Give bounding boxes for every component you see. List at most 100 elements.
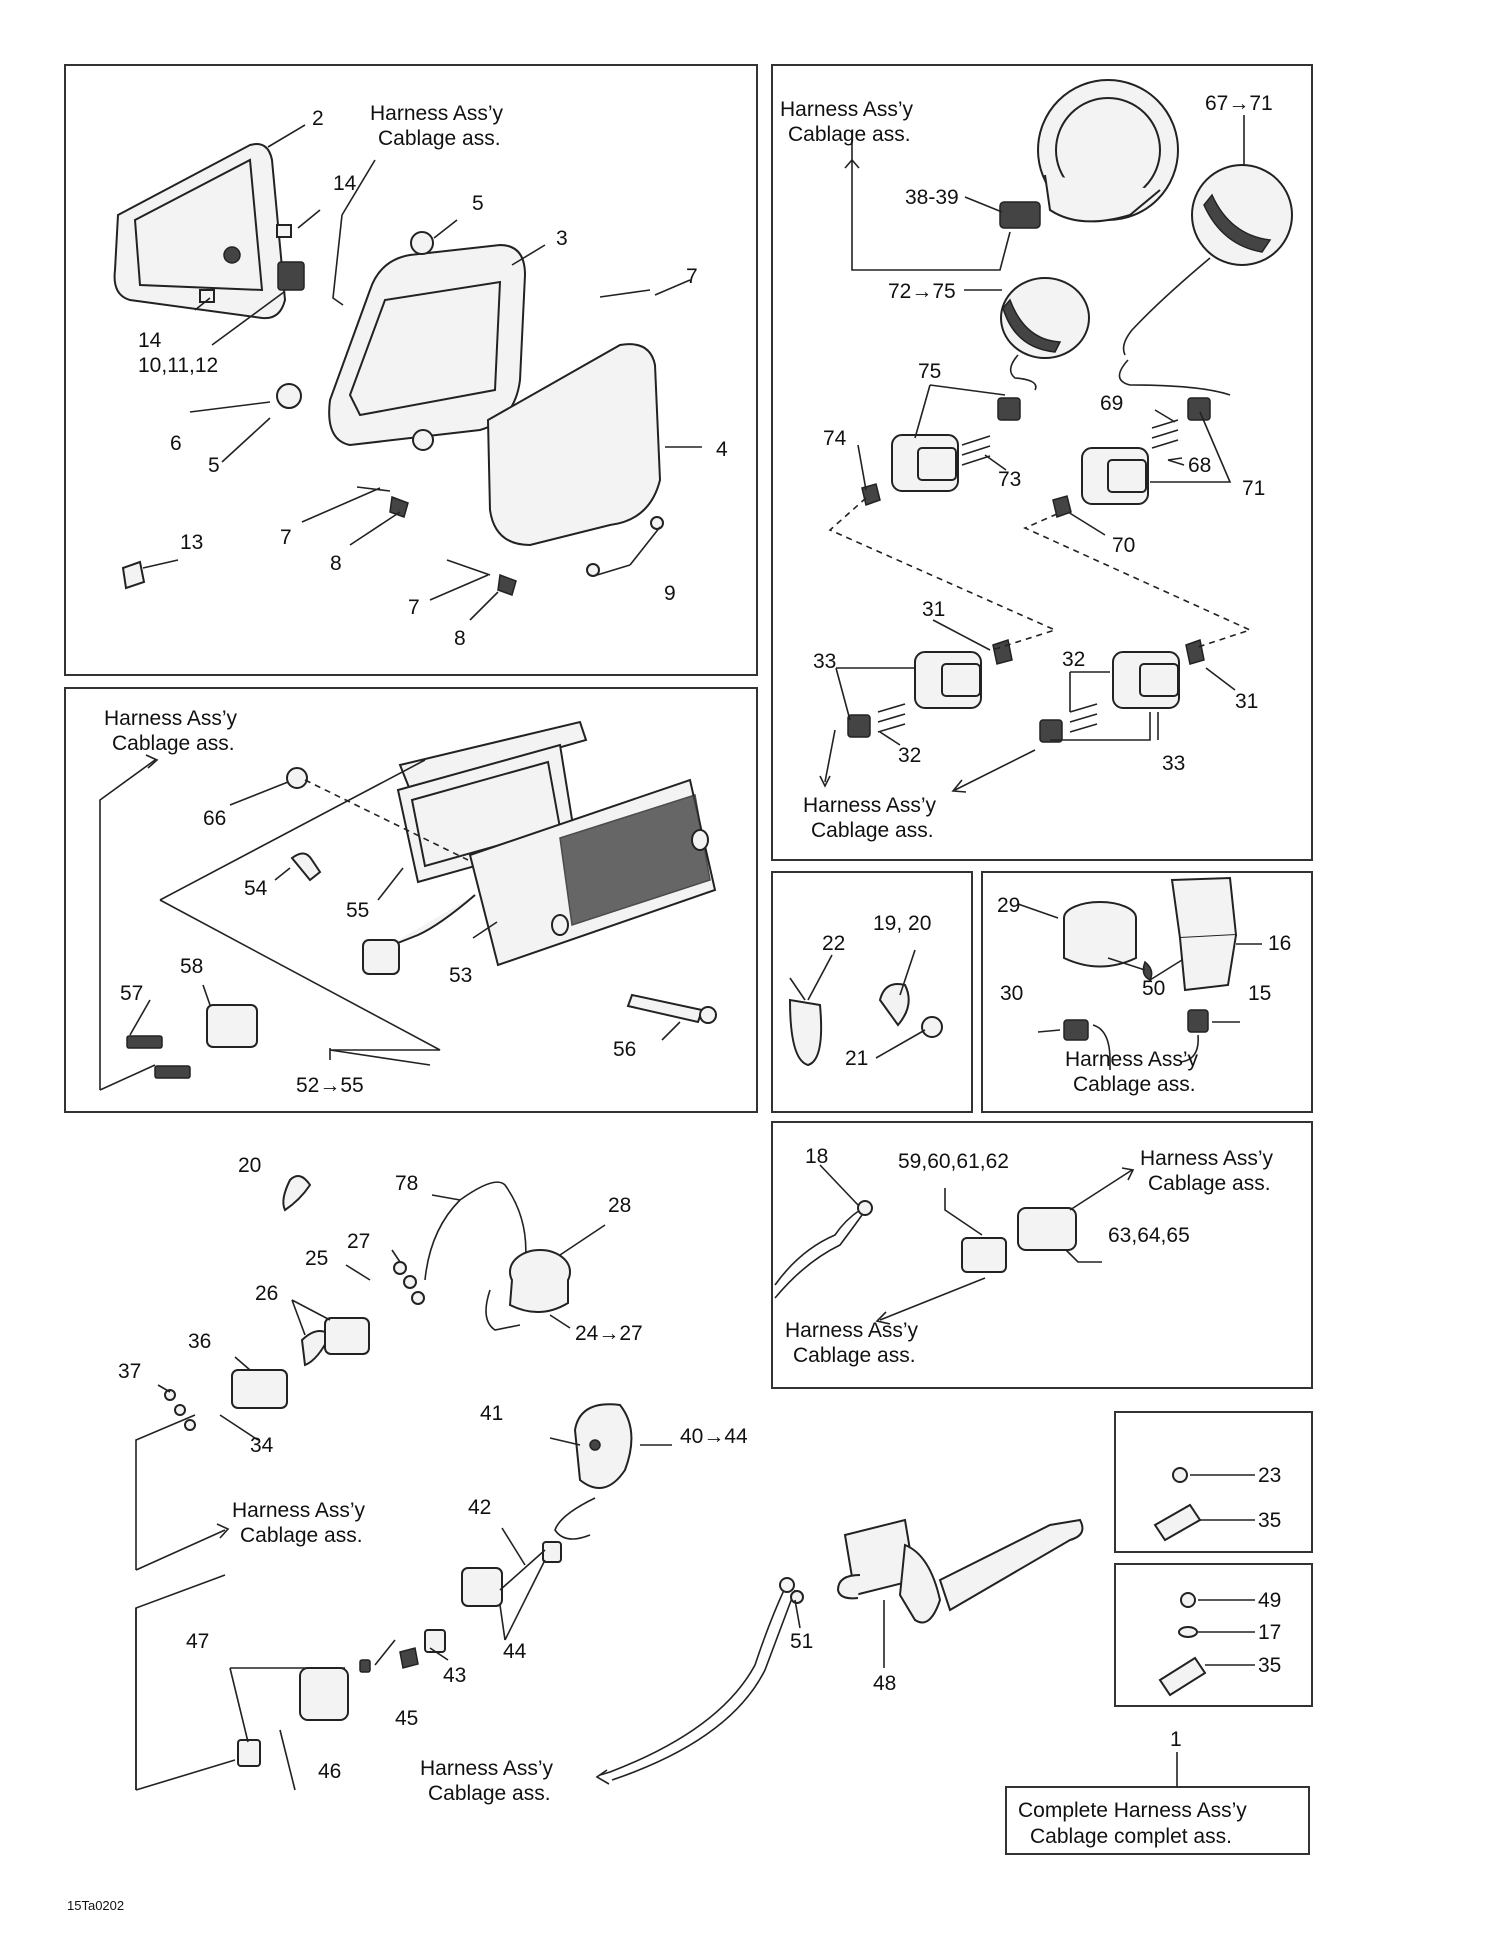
- connector-31-33-right: [1039, 639, 1205, 743]
- callout-8-mid: 8: [330, 552, 342, 575]
- callout-48: 48: [873, 1672, 896, 1695]
- callout-13: 13: [180, 531, 203, 554]
- callout-56: 56: [613, 1038, 636, 1061]
- callout-63-65: 63,64,65: [1108, 1224, 1190, 1247]
- headlight-cover: [486, 343, 662, 547]
- harness-note-en-8: Harness Ass’y: [232, 1499, 366, 1522]
- callout-2: 2: [312, 107, 324, 130]
- callout-1: 1: [1170, 1728, 1182, 1751]
- callout-22: 22: [822, 932, 845, 955]
- headlight-small-parts: [121, 224, 664, 596]
- callout-37: 37: [118, 1360, 141, 1383]
- callout-17: 17: [1258, 1621, 1281, 1644]
- headlight-reflector: [113, 143, 287, 320]
- callout-49: 49: [1258, 1589, 1281, 1612]
- brake-switch-parts: [229, 1403, 672, 1791]
- harness-note-en-3: Harness Ass’y: [104, 707, 238, 730]
- callout-47: 47: [186, 1630, 209, 1653]
- harness-note-fr-7: Cablage ass.: [793, 1344, 916, 1367]
- connector-73-75: [861, 397, 1021, 506]
- connector-31-33-left: [847, 639, 1013, 738]
- sensor-connector-parts: [774, 1164, 1135, 1325]
- harness-note-en-9: Harness Ass’y: [420, 1757, 554, 1780]
- panel-gauge-connectors: [771, 64, 1313, 861]
- callout-25: 25: [305, 1247, 328, 1270]
- callout-30: 30: [1000, 982, 1023, 1005]
- gauge-boot-67-71: [1118, 164, 1293, 396]
- callout-58: 58: [180, 955, 203, 978]
- cable-ties: [788, 949, 943, 1067]
- callout-66: 66: [203, 807, 226, 830]
- callout-40-44: 40→44: [680, 1425, 748, 1448]
- callout-34: 34: [250, 1434, 274, 1457]
- complete-harness-box: [1005, 1786, 1310, 1855]
- callout-14-left: 14: [138, 329, 162, 352]
- callout-8-bottom: 8: [454, 627, 466, 650]
- headlight-housing: [328, 243, 527, 447]
- panel-taillight: [64, 687, 758, 1113]
- callout-5-top: 5: [472, 192, 484, 215]
- callout-15: 15: [1248, 982, 1271, 1005]
- complete-harness-en: Complete Harness Ass’y: [1018, 1799, 1247, 1822]
- callout-28: 28: [608, 1194, 631, 1217]
- callout-38-39: 38-39: [905, 186, 959, 209]
- harness-note-en-4: Harness Ass’y: [803, 794, 937, 817]
- callout-7-bottom: 7: [408, 596, 420, 619]
- callout-26: 26: [255, 1282, 278, 1305]
- callout-44: 44: [503, 1640, 527, 1663]
- callout-7-mid: 7: [280, 526, 292, 549]
- callout-14-top: 14: [333, 172, 357, 195]
- callout-35-top: 35: [1258, 1509, 1281, 1532]
- callout-3: 3: [556, 227, 568, 250]
- harness-note-fr-4: Cablage ass.: [811, 819, 934, 842]
- callout-18: 18: [805, 1145, 828, 1168]
- connector-68-71: [1052, 397, 1211, 518]
- callout-9: 9: [664, 582, 676, 605]
- callout-71: 71: [1242, 477, 1265, 500]
- panel-clip-49: [1114, 1563, 1313, 1707]
- callout-52-55: 52→55: [296, 1074, 364, 1097]
- clip-parts: [1153, 1467, 1255, 1787]
- callout-10-12: 10,11,12: [138, 354, 218, 377]
- taillight-leader-lines: [99, 754, 681, 1091]
- headlight-leader-lines: [142, 124, 702, 621]
- harness-note-en-7: Harness Ass’y: [785, 1319, 919, 1342]
- callout-21: 21: [845, 1047, 868, 1070]
- callout-33-left: 33: [813, 650, 836, 673]
- callout-74: 74: [823, 427, 847, 450]
- callout-41: 41: [480, 1402, 503, 1425]
- harness-note-en-6: Harness Ass’y: [1140, 1147, 1274, 1170]
- master-cylinder: [595, 1518, 1084, 1785]
- callout-31-left: 31: [922, 598, 945, 621]
- switch-socket-parts: [1017, 876, 1262, 1070]
- harness-note-fr-2: Cablage ass.: [788, 123, 911, 146]
- callout-55: 55: [346, 899, 369, 922]
- harness-note-fr-8: Cablage ass.: [240, 1524, 363, 1547]
- callout-46: 46: [318, 1760, 341, 1783]
- callout-43: 43: [443, 1664, 466, 1687]
- panel-sensor-connector: [771, 1121, 1313, 1389]
- callout-24-27: 24→27: [575, 1322, 643, 1345]
- harness-note-en-2: Harness Ass’y: [780, 98, 914, 121]
- callout-7-right: 7: [686, 265, 698, 288]
- callout-23: 23: [1258, 1464, 1281, 1487]
- callout-33-right: 33: [1162, 752, 1185, 775]
- callout-45: 45: [395, 1707, 418, 1730]
- callout-27: 27: [347, 1230, 370, 1253]
- lower-harness-arrows: [135, 1414, 236, 1791]
- figure-code: 15Ta0202: [67, 1898, 124, 1913]
- callout-5-left: 5: [208, 454, 220, 477]
- callout-72-75: 72→75: [888, 280, 956, 303]
- callout-51: 51: [790, 1630, 813, 1653]
- callout-42: 42: [468, 1496, 491, 1519]
- callout-29: 29: [997, 894, 1020, 917]
- ignition-switch-parts: [157, 1175, 606, 1441]
- callout-16: 16: [1268, 932, 1291, 955]
- harness-note-fr-5: Cablage ass.: [1073, 1073, 1196, 1096]
- callout-73: 73: [998, 468, 1021, 491]
- callout-32-top: 32: [1062, 648, 1085, 671]
- gauge-housing: [1037, 79, 1179, 223]
- harness-note-en-5: Harness Ass’y: [1065, 1048, 1199, 1071]
- callout-70: 70: [1112, 534, 1135, 557]
